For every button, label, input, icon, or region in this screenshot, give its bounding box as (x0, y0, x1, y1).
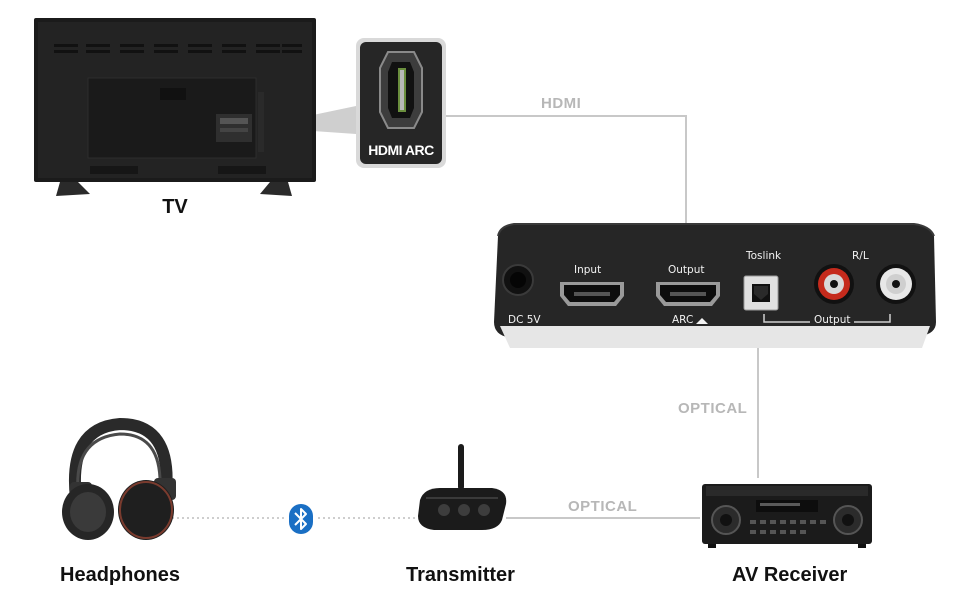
hdmi-connection-label: HDMI (541, 95, 582, 112)
av-receiver-label: AV Receiver (732, 564, 848, 586)
rl-label: R/L (852, 250, 869, 262)
input-port-label: Input (574, 264, 602, 276)
analog-output-label: Output (810, 314, 855, 326)
output-port-label: Output (668, 264, 705, 276)
av-receiver-image (702, 484, 872, 548)
bluetooth-icon (289, 504, 313, 534)
headphones-label: Headphones (60, 564, 181, 586)
extractor-body (494, 223, 936, 348)
transmitter-image (418, 444, 507, 530)
toslink-label: Toslink (746, 250, 782, 262)
audio-extractor-device: DC 5V Input Output ARC Toslink R/L Outpu… (490, 222, 938, 350)
hdmi-cable-line (446, 115, 687, 262)
arc-label: ARC (672, 314, 694, 326)
hdmi-arc-label: HDMI ARC (368, 142, 434, 158)
headphones-image (62, 417, 176, 540)
optical-label-vertical: OPTICAL (676, 400, 750, 417)
tv-back-image (34, 18, 316, 196)
hdmi-arc-callout: HDMI ARC (356, 38, 446, 168)
transmitter-label: Transmitter (406, 564, 515, 586)
dc-label: DC 5V (508, 314, 541, 326)
optical-label-horizontal: OPTICAL (568, 498, 638, 515)
hdmi-port-icon (379, 51, 423, 129)
tv-label: TV (162, 196, 188, 218)
